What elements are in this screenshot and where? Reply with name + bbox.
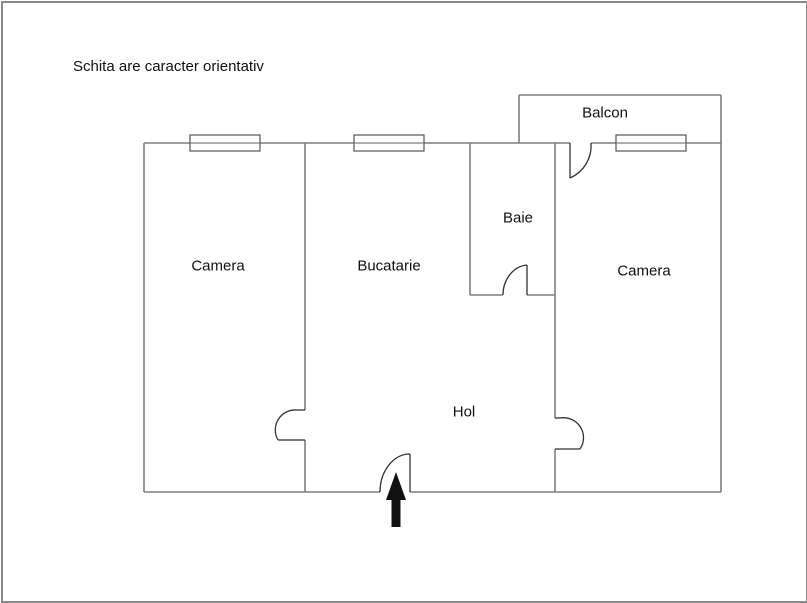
door-swing-icon — [569, 142, 592, 179]
outer-walls — [143, 142, 722, 493]
room-label-camera-left: Camera — [191, 257, 245, 275]
door-swing-icon — [502, 264, 528, 296]
door-swing-icon — [274, 409, 305, 441]
balcony-walls — [518, 94, 722, 144]
room-label-balcon: Balcon — [582, 104, 628, 122]
room-label-camera-right: Camera — [617, 262, 671, 280]
entrance-door-icon — [379, 453, 411, 493]
room-label-bucatarie: Bucatarie — [357, 257, 421, 275]
entrance-arrow-icon — [386, 472, 406, 527]
interior-walls — [304, 143, 556, 492]
disclaimer-note: Schita are caracter orientativ — [73, 58, 264, 75]
room-label-baie: Baie — [502, 209, 534, 227]
door-swing-icon — [555, 417, 585, 450]
room-label-hol: Hol — [452, 403, 476, 421]
